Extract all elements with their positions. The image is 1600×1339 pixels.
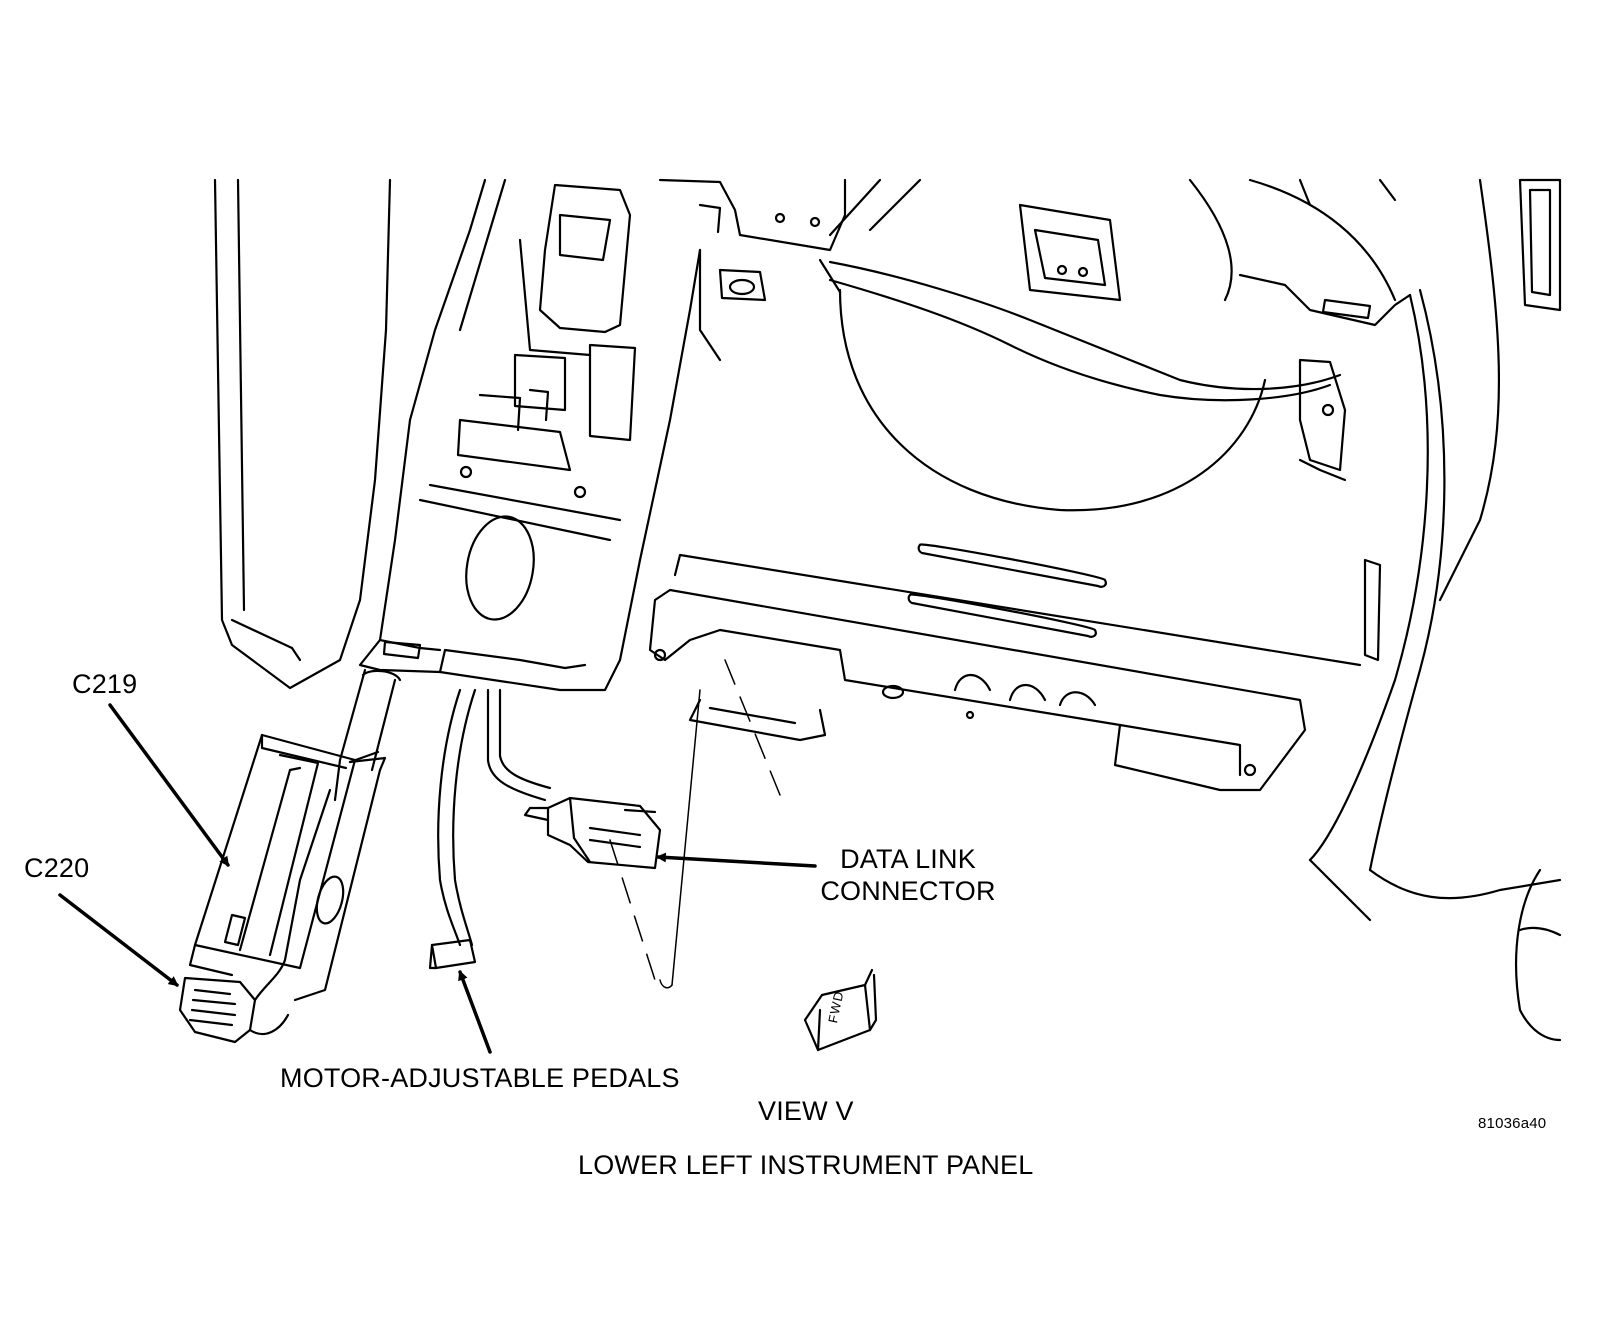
center-mount	[658, 178, 847, 362]
lower-tray	[648, 543, 1362, 792]
data-link-connector-shape	[523, 796, 662, 870]
data-link-label-line1: DATA LINK	[840, 844, 976, 874]
right-vertical-trim	[1308, 178, 1562, 922]
arrow-c220	[58, 893, 179, 987]
knee-bolster	[358, 178, 702, 692]
diagram-caption: LOWER LEFT INSTRUMENT PANEL	[578, 1150, 1034, 1180]
pedal-connector-shape	[428, 938, 477, 970]
figure-id: 81036a40	[1478, 1115, 1547, 1132]
column-opening	[818, 178, 1342, 512]
pedal-partial	[1515, 868, 1562, 1042]
arrow-data-link	[656, 852, 817, 868]
callout-arrows	[58, 703, 817, 1054]
c219-label: C219	[72, 669, 138, 699]
upper-right-structure	[1018, 178, 1562, 312]
c219-module	[188, 733, 387, 1002]
arrow-motor-pedals	[458, 970, 492, 1054]
view-cone	[609, 659, 781, 989]
arrow-c219	[108, 703, 230, 867]
data-link-label-line2: CONNECTOR	[820, 876, 996, 906]
upper-bracket	[456, 183, 637, 472]
fwd-badge-shape	[803, 968, 878, 1052]
motor-pedals-label: MOTOR-ADJUSTABLE PEDALS	[280, 1063, 680, 1093]
view-label: VIEW V	[758, 1096, 854, 1126]
right-bracket	[1238, 273, 1412, 482]
c220-connector	[178, 788, 332, 1044]
wire-harness	[333, 668, 552, 947]
c220-label: C220	[24, 853, 90, 883]
left-trim-panel	[213, 178, 392, 690]
